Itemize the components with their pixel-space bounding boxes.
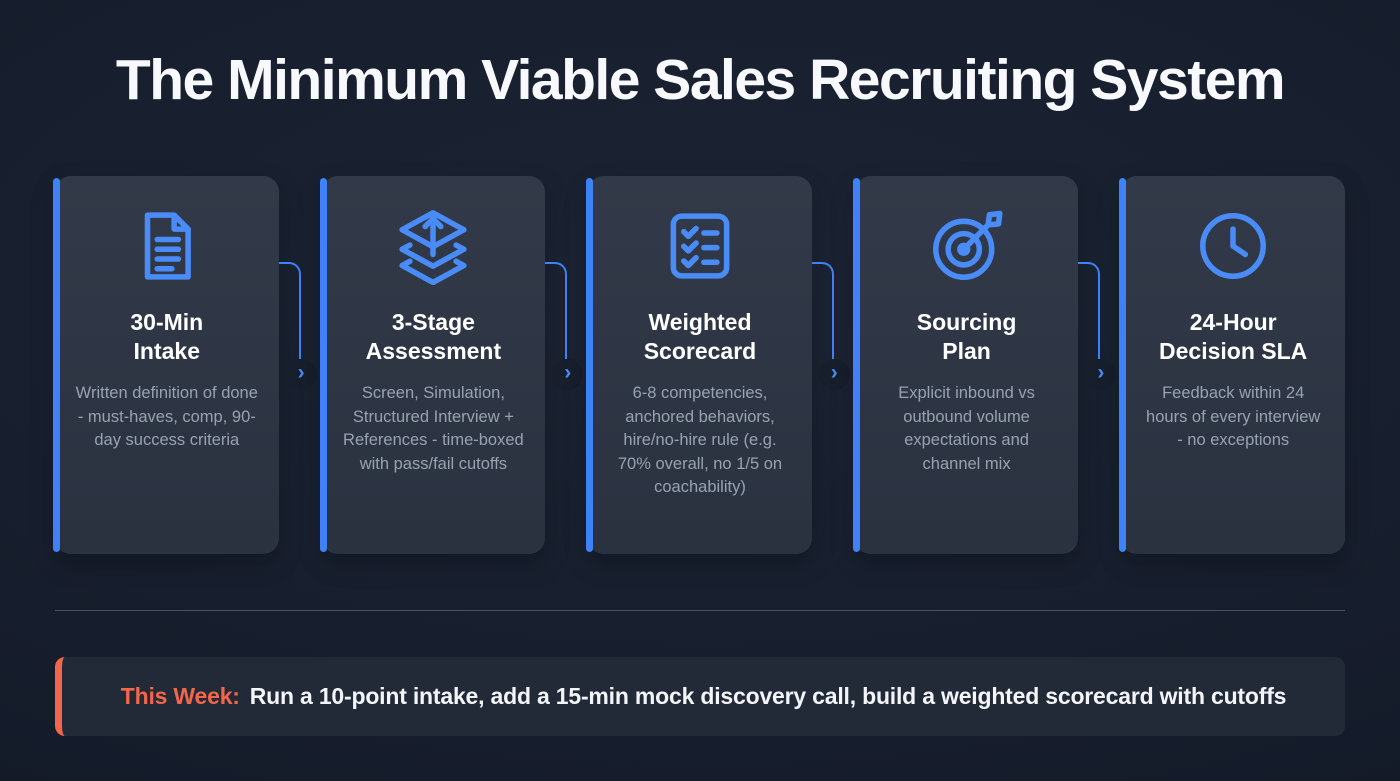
target-dart-icon — [869, 204, 1065, 288]
step-title: 3-Stage Assessment — [365, 308, 502, 365]
step-connector: › — [811, 176, 855, 554]
step-description: Screen, Simulation, Structured Interview… — [343, 384, 524, 473]
step-title: 24-Hour Decision SLA — [1159, 308, 1308, 365]
chevron-right-icon: › — [285, 358, 317, 390]
section-divider — [55, 609, 1345, 611]
chevron-right-icon: › — [818, 358, 850, 390]
chevron-right-icon: › — [1085, 358, 1117, 390]
step-title: 30-Min Intake — [130, 308, 204, 365]
connector-line — [811, 261, 834, 359]
callout-label: This Week: — [120, 682, 240, 709]
connector-line — [545, 261, 568, 359]
step-card-sourcing: Sourcing Plan Explicit inbound vs outbou… — [852, 175, 1079, 554]
step-connector: › — [545, 176, 588, 554]
step-description: Explicit inbound vs outbound volume expe… — [898, 384, 1035, 473]
step-title: Weighted Scorecard — [643, 308, 757, 365]
file-text-icon — [69, 204, 265, 288]
step-card-assessment: 3-Stage Assessment Screen, Simulation, S… — [319, 175, 546, 554]
callout-body: Run a 10-point intake, add a 15-min mock… — [249, 682, 1287, 709]
step-card-scorecard: Weighted Scorecard 6-8 competencies, anc… — [586, 175, 812, 554]
step-connector: › — [278, 176, 322, 554]
clock-icon — [1135, 204, 1331, 288]
chevron-right-icon: › — [552, 358, 584, 390]
connector-line — [278, 261, 301, 359]
steps-row: 30-Min Intake Written definition of done… — [53, 175, 1345, 554]
step-description: Written definition of done - must-haves,… — [75, 384, 258, 450]
step-connector: › — [1078, 176, 1121, 554]
page-title: The Minimum Viable Sales Recruiting Syst… — [115, 48, 1286, 112]
step-description: Feedback within 24 hours of every interv… — [1146, 384, 1321, 450]
step-card-intake: 30-Min Intake Written definition of done… — [53, 175, 279, 554]
action-callout: This Week: Run a 10-point intake, add a 1… — [55, 656, 1345, 736]
callout-text: This Week: Run a 10-point intake, add a 1… — [82, 683, 1325, 710]
checklist-icon — [602, 204, 798, 288]
step-card-decision-sla: 24-Hour Decision SLA Feedback within 24 … — [1119, 175, 1345, 554]
step-description: 6-8 competencies, anchored behaviors, hi… — [617, 384, 783, 497]
step-title: Sourcing Plan — [916, 308, 1017, 365]
connector-line — [1078, 261, 1101, 359]
layers-up-arrow-icon — [336, 204, 532, 288]
